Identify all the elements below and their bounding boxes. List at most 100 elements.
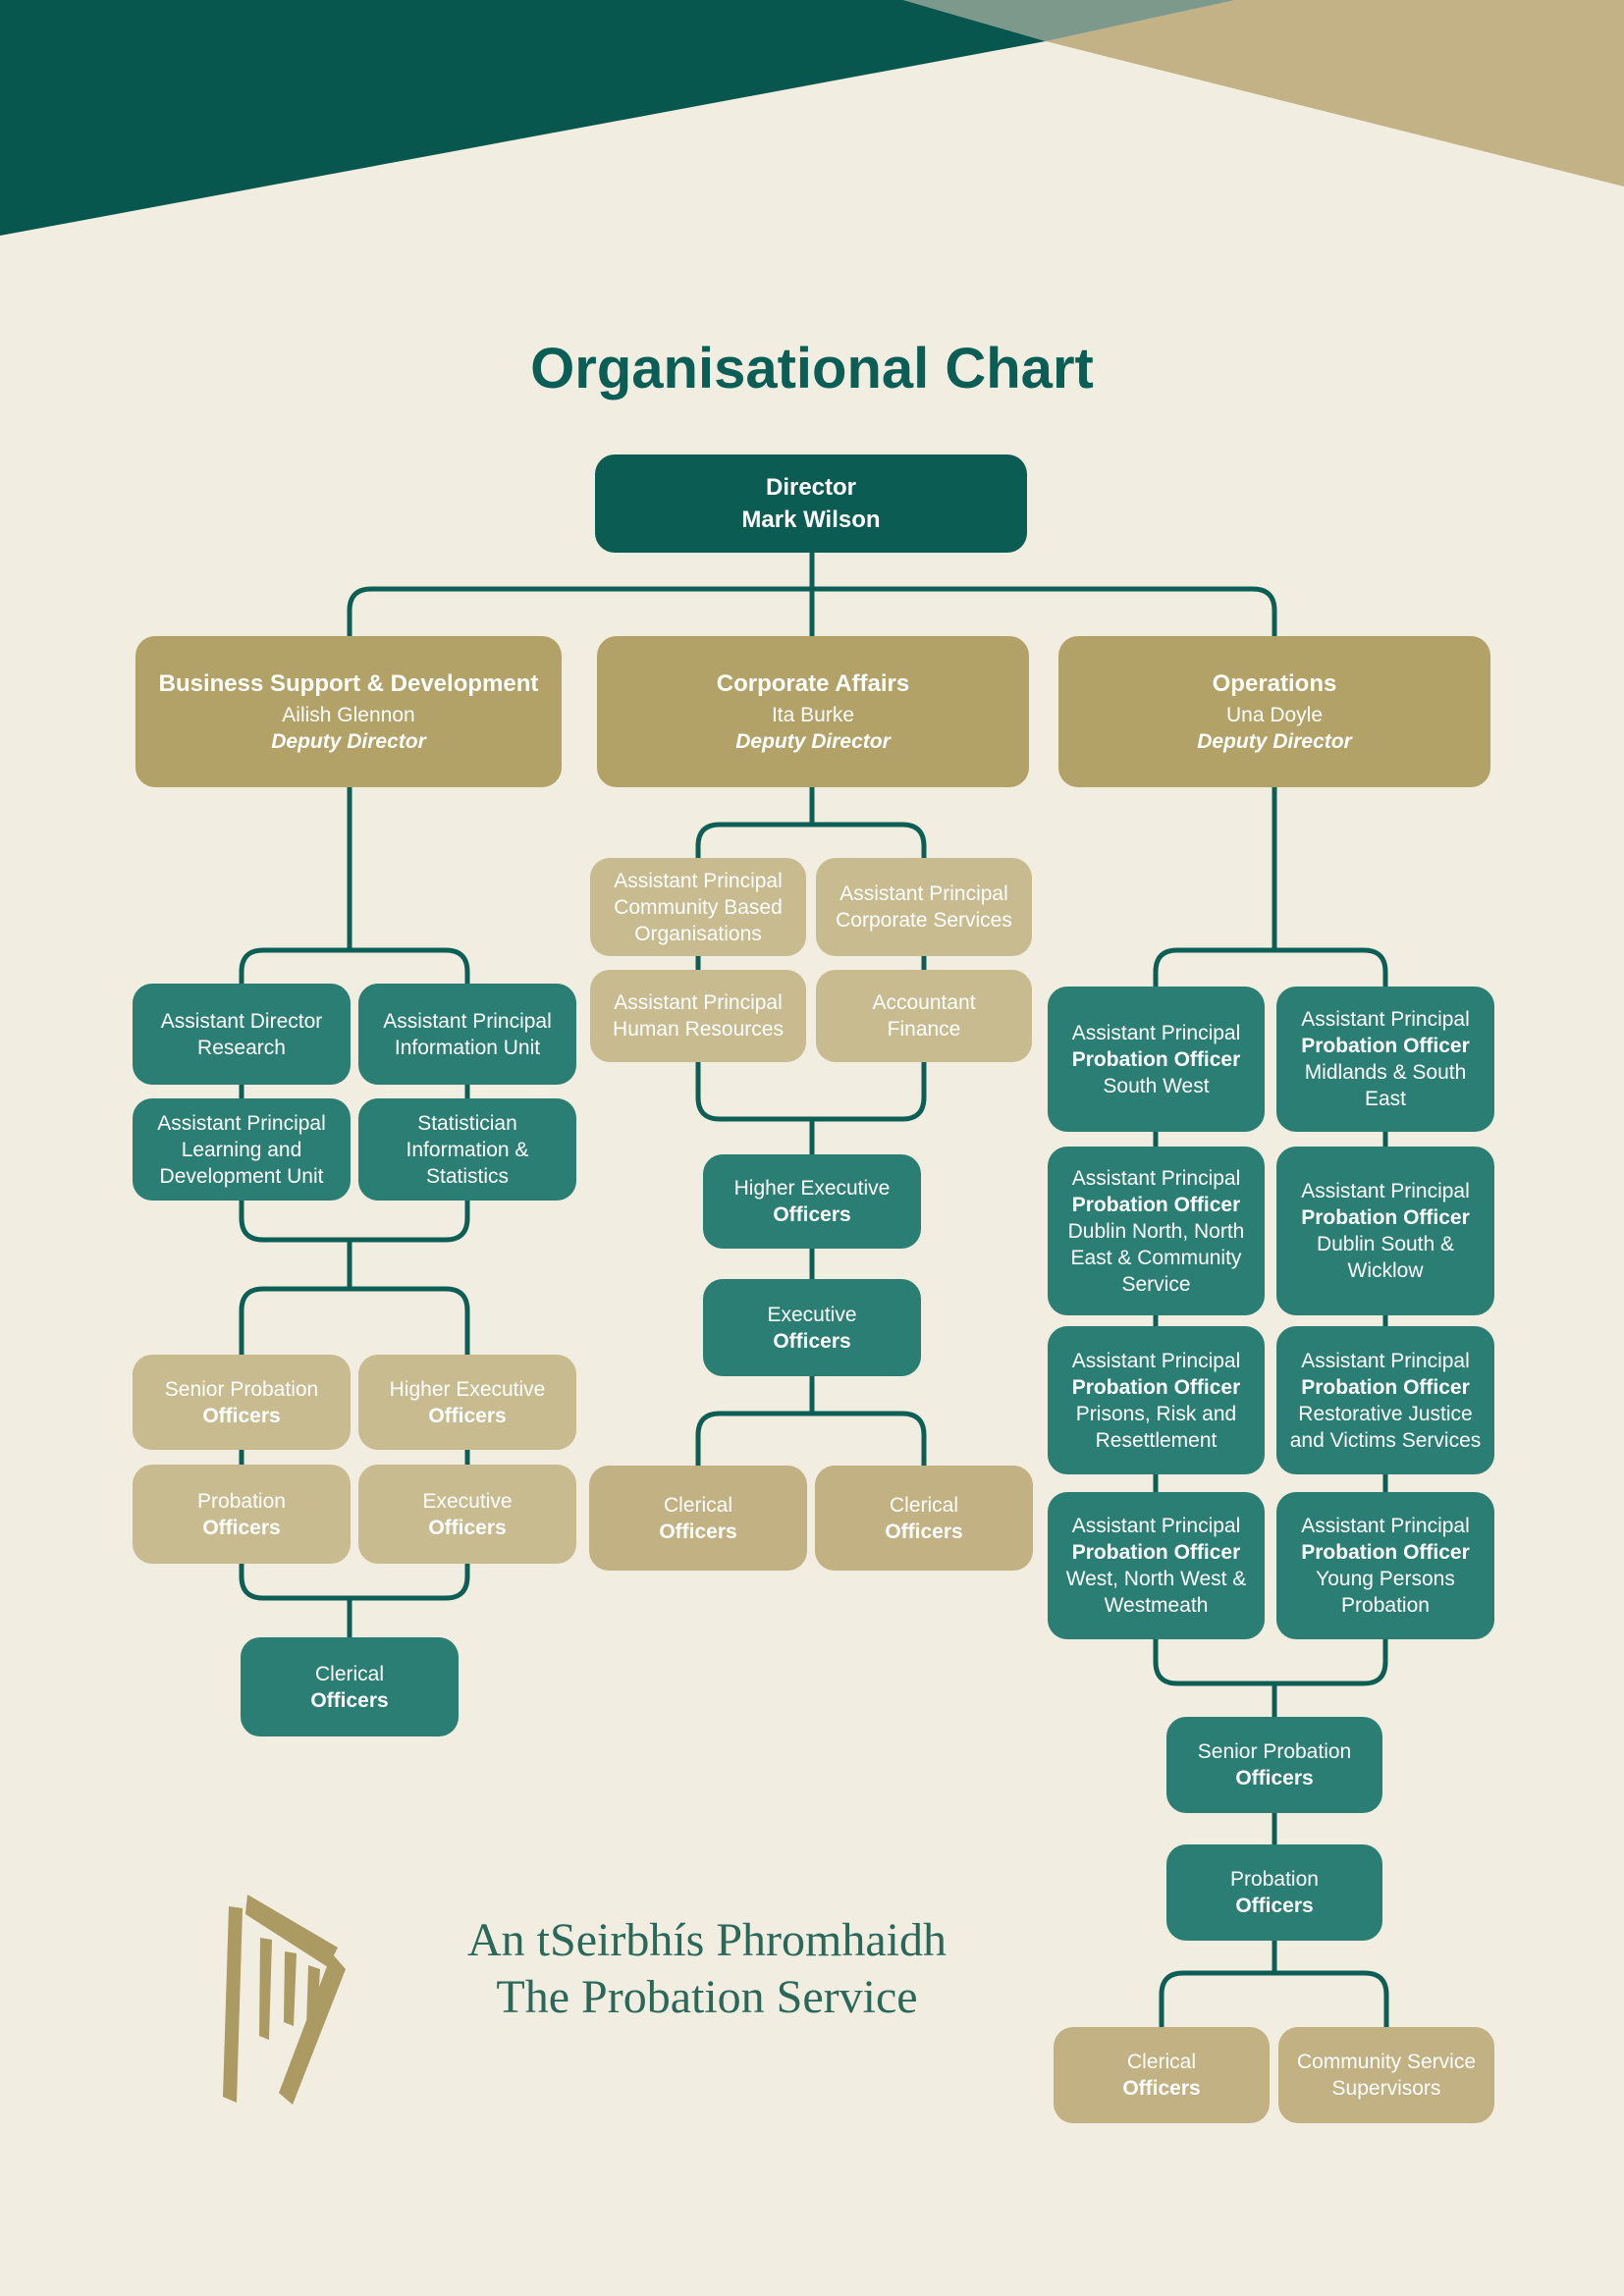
box-line: Clerical <box>314 1662 384 1685</box>
box-line: Officers <box>310 1688 389 1712</box>
box-deputy-operations: Operations Una Doyle Deputy Director <box>1058 636 1490 787</box>
header-sage-triangle <box>903 0 1235 41</box>
box-line: Information & Statistics <box>406 1138 529 1188</box>
probation-service-logo-text: An tSeirbhís Phromhaidh The Probation Se… <box>383 1912 1031 2026</box>
header-gold-triangle <box>1046 0 1624 187</box>
box-line: Midlands & South East <box>1304 1061 1467 1110</box>
box-line: Clerical <box>1126 2051 1196 2073</box>
box-line: Human Resources <box>613 1018 784 1041</box>
box-line: Officers <box>659 1520 737 1543</box>
box-op-south-west: Assistant Principal Probation Officer So… <box>1048 987 1265 1132</box>
box-op-senior-probation-officers: Senior Probation Officers <box>1166 1717 1382 1813</box>
box-line: South West <box>1103 1074 1210 1097</box>
box-line: Officers <box>202 1404 281 1427</box>
box-line: Probation Officer <box>1301 1375 1470 1399</box>
box-line: Accountant <box>872 991 976 1014</box>
box-line: Restorative Justice and Victims Services <box>1289 1402 1482 1452</box>
dept-name: Operations <box>1212 670 1337 697</box>
dept-name: Business Support & Development <box>158 670 539 697</box>
box-line: Officers <box>1235 1767 1314 1789</box>
box-line: Assistant Principal <box>1301 1180 1470 1202</box>
box-line: Research <box>197 1036 286 1059</box>
logo-irish-name: An tSeirbhís Phromhaidh <box>467 1914 947 1966</box>
box-ca-corporate-services: Assistant Principal Corporate Services <box>816 858 1032 956</box>
box-bs-clerical-officers: Clerical Officers <box>241 1637 459 1736</box>
box-line: Prisons, Risk and Resettlement <box>1075 1402 1237 1452</box>
box-line: Assistant Director <box>160 1009 323 1033</box>
box-line: Finance <box>887 1018 961 1041</box>
header-decoration <box>0 0 1624 236</box>
box-ca-human-resources: Assistant Principal Human Resources <box>590 970 806 1062</box>
box-line: Officers <box>1122 2077 1201 2100</box>
person-name: Ita Burke <box>771 704 855 726</box>
box-line: Probation Officer <box>1071 1047 1241 1071</box>
box-line: Assistant Principal <box>383 1009 552 1033</box>
box-line: Higher Executive <box>389 1377 546 1401</box>
box-line: Learning and Development Unit <box>159 1138 324 1188</box>
person-role: Deputy Director <box>1197 730 1352 753</box>
box-line: Probation Officer <box>1301 1541 1470 1564</box>
box-ca-accountant-finance: Accountant Finance <box>816 970 1032 1062</box>
box-op-midlands-south-east: Assistant Principal Probation Officer Mi… <box>1276 987 1494 1132</box>
box-line: Probation Officer <box>1301 1035 1470 1057</box>
box-op-probation-officers: Probation Officers <box>1166 1844 1382 1941</box>
box-line: Officers <box>773 1203 851 1226</box>
box-line: Officers <box>202 1516 281 1539</box>
box-ca-higher-executive-officers: Higher Executive Officers <box>703 1154 921 1249</box>
box-bs-learning-development: Assistant Principal Learning and Develop… <box>133 1098 351 1201</box>
box-line: Dublin South & Wicklow <box>1316 1233 1455 1282</box>
box-bs-information-unit: Assistant Principal Information Unit <box>358 984 576 1085</box>
box-line: Officers <box>428 1516 507 1539</box>
box-op-west-north-west: Assistant Principal Probation Officer We… <box>1048 1492 1265 1639</box>
box-line: Supervisors <box>1331 2077 1441 2100</box>
box-line: Assistant Principal <box>614 991 783 1014</box>
box-deputy-corporate-affairs: Corporate Affairs Ita Burke Deputy Direc… <box>597 636 1029 787</box>
person-role: Deputy Director <box>735 730 891 753</box>
box-ca-community-based: Assistant Principal Community Based Orga… <box>590 858 806 956</box>
logo-english-name: The Probation Service <box>496 1971 918 2023</box>
person-role: Deputy Director <box>271 730 426 753</box>
box-op-community-service-supervisors: Community Service Supervisors <box>1278 2027 1494 2123</box>
box-line: Probation Officer <box>1301 1206 1470 1229</box>
box-line: Senior Probation <box>1197 1740 1352 1763</box>
box-line: Assistant Principal <box>157 1111 326 1135</box>
box-line: Assistant Principal <box>1301 1349 1470 1372</box>
box-bs-senior-probation-officers: Senior Probation Officers <box>133 1355 351 1450</box>
box-bs-probation-officers: Probation Officers <box>133 1465 351 1564</box>
box-line: Statistician <box>417 1111 517 1135</box>
box-line: Corporate Services <box>836 909 1012 932</box>
box-line: Assistant Principal <box>614 869 783 892</box>
box-line: Assistant Principal <box>1301 1515 1470 1537</box>
box-line: Probation <box>197 1489 286 1513</box>
box-line: Officers <box>773 1329 851 1353</box>
box-line: Community Service <box>1296 2051 1477 2073</box>
box-op-clerical-officers: Clerical Officers <box>1054 2027 1270 2123</box>
box-op-dublin-south-wicklow: Assistant Principal Probation Officer Du… <box>1276 1147 1494 1315</box>
box-bs-executive-officers: Executive Officers <box>358 1465 576 1564</box>
box-line: Assistant Principal <box>1301 1008 1470 1031</box>
box-line: Higher Executive <box>733 1177 891 1200</box>
box-line: Officers <box>428 1404 507 1427</box>
box-bs-higher-executive-officers: Higher Executive Officers <box>358 1355 576 1450</box>
box-ca-executive-officers: Executive Officers <box>703 1279 921 1376</box>
box-line: Assistant Principal <box>1071 1166 1241 1190</box>
box-line: Clerical <box>663 1493 732 1517</box>
box-ca-clerical-officers-left: Clerical Officers <box>589 1466 807 1571</box>
director-name: Mark Wilson <box>741 507 881 533</box>
person-name: Una Doyle <box>1225 704 1324 726</box>
dept-name: Corporate Affairs <box>716 670 910 697</box>
box-line: Assistant Principal <box>839 882 1008 905</box>
box-ca-clerical-officers-right: Clerical Officers <box>815 1466 1033 1571</box>
page-title: Organisational Chart <box>530 337 1094 400</box>
box-line: Assistant Principal <box>1071 1349 1241 1372</box>
probation-service-harp-icon <box>223 1895 346 2105</box>
box-line: Probation Officer <box>1071 1193 1241 1216</box>
box-line: Executive <box>422 1489 513 1513</box>
box-line: Officers <box>1235 1895 1314 1917</box>
box-deputy-business-support: Business Support & Development Ailish Gl… <box>135 636 562 787</box>
header-teal-triangle <box>0 0 1046 236</box>
box-line: Senior Probation <box>164 1377 319 1401</box>
box-line: Assistant Principal <box>1071 1515 1241 1537</box>
